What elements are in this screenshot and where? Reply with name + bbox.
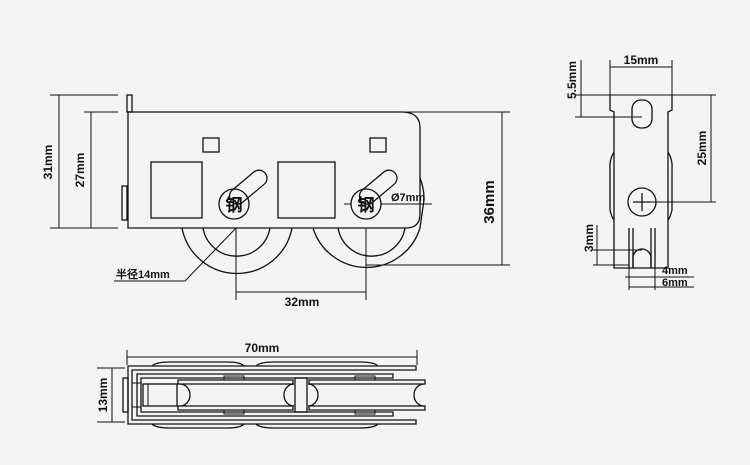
steel-pin-right: 钢	[350, 188, 382, 220]
svg-text:5.5mm: 5.5mm	[565, 61, 579, 99]
svg-text:15mm: 15mm	[624, 53, 659, 67]
svg-text:31mm: 31mm	[41, 145, 55, 180]
svg-text:27mm: 27mm	[73, 153, 87, 188]
svg-text:13mm: 13mm	[96, 378, 110, 413]
top-view: 70mm 13mm	[96, 341, 426, 429]
svg-text:6mm: 6mm	[662, 277, 688, 289]
svg-text:36mm: 36mm	[481, 180, 498, 223]
svg-text:32mm: 32mm	[285, 295, 320, 309]
svg-text:Ø7mm: Ø7mm	[391, 192, 425, 204]
front-view: 钢 钢 31mm 27mm 36mm Ø7mm 32mm 半径14mm	[41, 94, 510, 309]
svg-text:3mm: 3mm	[582, 224, 596, 252]
svg-text:半径14mm: 半径14mm	[116, 267, 170, 281]
wheel-right	[312, 177, 425, 269]
steel-pin-left: 钢	[218, 188, 250, 220]
svg-text:4mm: 4mm	[662, 265, 688, 277]
body-plate	[127, 111, 421, 229]
svg-text:25mm: 25mm	[695, 131, 709, 166]
side-view: 15mm 5.5mm 25mm 3mm 4mm 6mm	[565, 53, 716, 290]
svg-text:钢: 钢	[226, 195, 243, 215]
svg-text:70mm: 70mm	[245, 341, 280, 355]
svg-text:钢: 钢	[358, 195, 375, 215]
